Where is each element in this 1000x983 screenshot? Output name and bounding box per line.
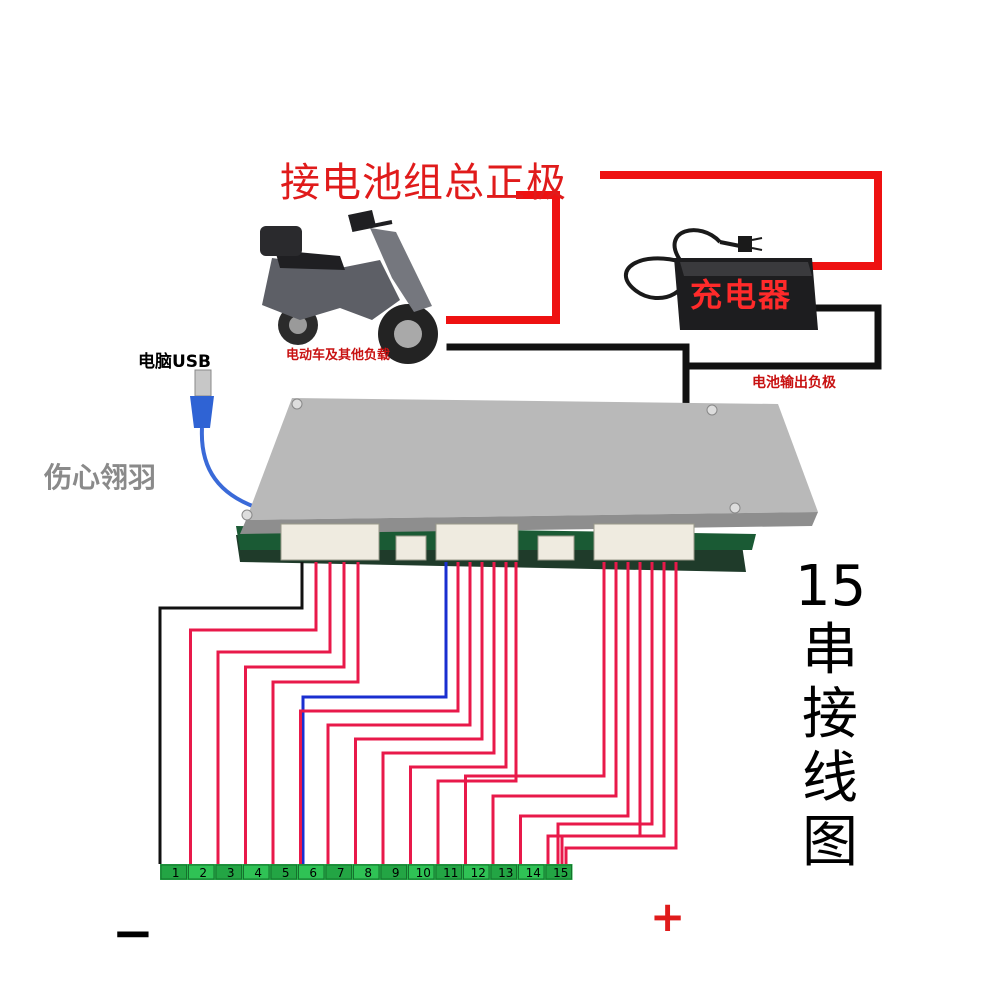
pack-positive-label: 接电池组总正极 [280, 160, 567, 206]
main-power-wires [446, 171, 882, 406]
terminal-number: 9 [392, 866, 400, 880]
charger-image [623, 228, 818, 330]
terminal-number: 10 [416, 866, 431, 880]
load-negative-wire [446, 343, 690, 406]
terminal-number: 1 [172, 866, 180, 880]
terminal-cell [408, 864, 435, 880]
terminal-number: 4 [254, 866, 262, 880]
balance-wire [189, 562, 318, 864]
bms-board [236, 398, 818, 572]
balance-wire [556, 562, 654, 864]
terminal-number: 5 [282, 866, 290, 880]
ev-load-label: 电动车及其他负载 [286, 348, 391, 363]
balance-wire [560, 562, 666, 864]
terminal-cell [545, 864, 572, 880]
terminal-cell [243, 864, 270, 880]
terminal-number: 13 [498, 866, 513, 880]
pack-positive-wire [446, 191, 560, 324]
balance-wire [409, 562, 508, 864]
positive-sign: + [650, 892, 686, 941]
terminal-cell [188, 864, 215, 880]
balance-wire [326, 562, 472, 864]
balance-wire [299, 562, 460, 864]
terminal-cell [380, 864, 407, 880]
terminal-cell [270, 864, 297, 880]
terminal-cell [215, 864, 242, 880]
charger-label: 充电器 [690, 276, 793, 314]
charger-positive-wire [600, 171, 882, 270]
balance-wire-b-minus [158, 562, 304, 864]
terminal-cell [160, 864, 187, 880]
balance-wire-blue [301, 562, 448, 864]
balance-wire [491, 562, 618, 864]
balance-wires [158, 562, 678, 864]
terminal-number: 15 [553, 866, 568, 880]
watermark-text: 伤心翎羽 [44, 461, 157, 494]
balance-wire [244, 562, 346, 864]
battery-output-negative-label: 电池输出负极 [752, 375, 836, 391]
balance-wire [381, 562, 496, 864]
balance-wire [546, 562, 642, 864]
terminal-cell [463, 864, 490, 880]
terminal-number: 2 [199, 866, 207, 880]
balance-wire [354, 562, 484, 864]
series-wiring-title: 15串接线图 [795, 554, 867, 875]
balance-wire [436, 562, 518, 864]
negative-sign: − [112, 904, 154, 962]
usb-cable-image [190, 369, 259, 510]
terminal-number: 7 [337, 866, 345, 880]
balance-wire [564, 562, 678, 864]
terminal-number: 12 [471, 866, 486, 880]
terminal-cell [435, 864, 462, 880]
terminal-cell [353, 864, 380, 880]
terminal-number: 3 [227, 866, 235, 880]
balance-wire [464, 562, 606, 864]
terminal-cell [518, 864, 545, 880]
terminal-number: 11 [443, 866, 458, 880]
balance-wire [519, 562, 630, 864]
charger-negative-wire [686, 304, 882, 370]
terminal-cell [490, 864, 517, 880]
balance-wire [271, 562, 360, 864]
electric-scooter-image [260, 210, 438, 364]
balance-wire [216, 562, 332, 864]
terminal-number: 6 [309, 866, 317, 880]
terminal-cell [298, 864, 325, 880]
terminal-cell [325, 864, 352, 880]
terminal-number: 14 [526, 866, 541, 880]
terminal-number: 8 [364, 866, 372, 880]
pc-usb-label: 电脑USB [138, 352, 212, 372]
